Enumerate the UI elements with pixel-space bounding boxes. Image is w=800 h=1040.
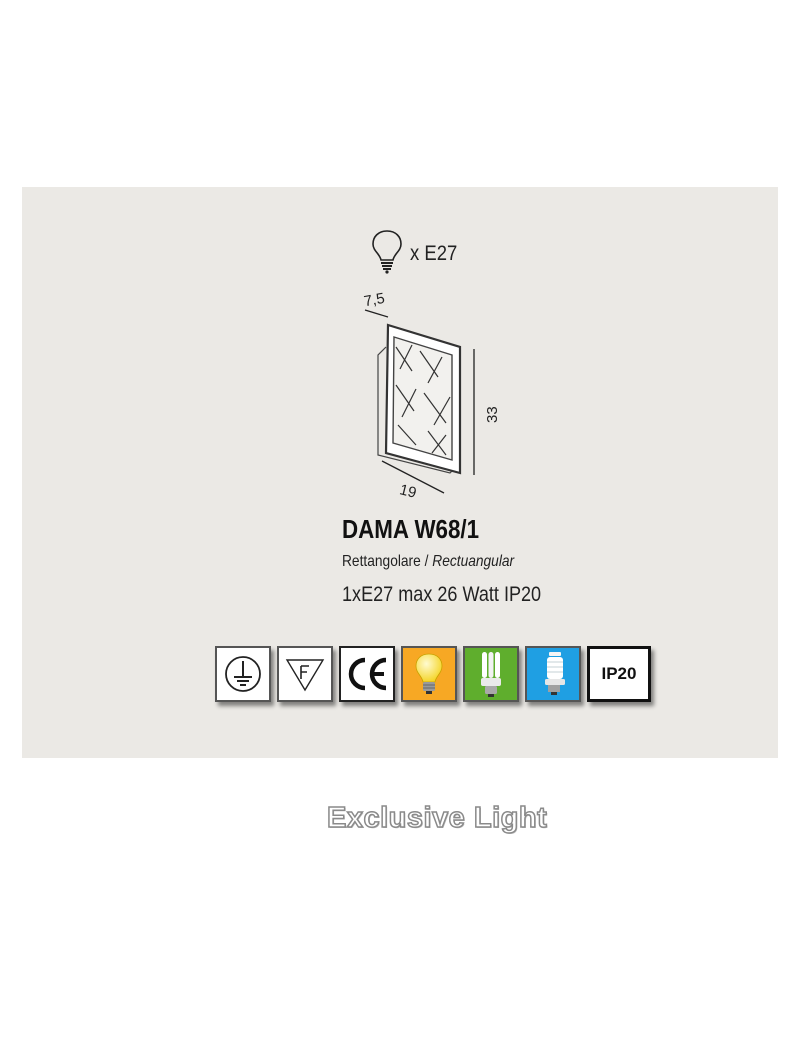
product-sheet-panel xyxy=(22,187,778,758)
product-title: DAMA W68/1 xyxy=(342,514,480,544)
product-shape: Rettangolare / Rectuangular xyxy=(342,553,514,571)
depth-dimension-label: 7,5 xyxy=(363,290,386,310)
ce-mark-badge xyxy=(339,646,395,702)
f-mark-badge xyxy=(277,646,333,702)
ce-mark-icon xyxy=(348,657,387,691)
earth-ground-badge xyxy=(215,646,271,702)
lamp-dimension-drawing: 7,5 33 19 xyxy=(363,290,501,502)
energy-saving-bulb-icon xyxy=(545,652,565,695)
incandescent-bulb-icon xyxy=(415,653,443,694)
earth-ground-icon xyxy=(225,656,261,692)
ip-rating-badge: IP20 xyxy=(587,646,651,702)
bulb-socket-label: x E27 xyxy=(410,242,458,265)
product-specs: 1xE27 max 26 Watt IP20 xyxy=(342,583,542,606)
compact-fluorescent-badge xyxy=(463,646,519,702)
height-dimension-label: 33 xyxy=(484,406,501,423)
shape-separator: / xyxy=(420,553,433,570)
width-dimension-label: 19 xyxy=(398,481,418,502)
f-mark-icon xyxy=(285,659,325,692)
light-bulb-icon xyxy=(372,230,402,274)
bulb-spec: x E27 xyxy=(370,228,464,274)
shape-english: Rectuangular xyxy=(432,553,515,570)
compact-fluorescent-icon xyxy=(481,652,501,697)
incandescent-bulb-badge xyxy=(401,646,457,702)
shape-italian: Rettangolare xyxy=(342,553,421,570)
energy-saving-bulb-badge xyxy=(525,646,581,702)
certification-icons: IP20 xyxy=(215,646,651,702)
brand-footer: Exclusive Light xyxy=(326,801,548,835)
